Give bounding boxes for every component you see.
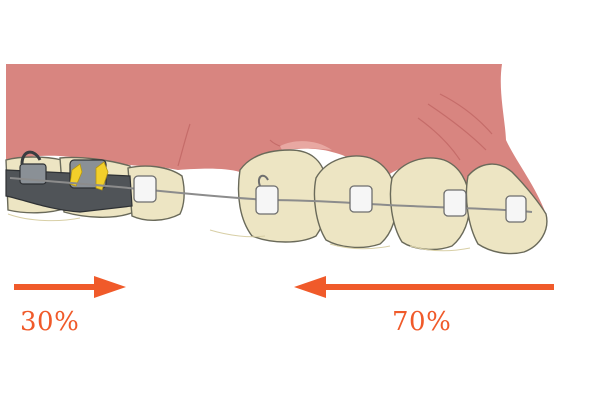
arrow-shaft (14, 284, 102, 290)
arrow-head-right (94, 276, 126, 298)
gum-ridge (177, 123, 191, 167)
gum-tissue (6, 64, 546, 222)
gum (6, 64, 546, 222)
arrow-shaft (318, 284, 554, 290)
gum-ridge (417, 117, 461, 161)
gum-ridge (427, 103, 487, 151)
bracket (349, 185, 373, 213)
force-arrow-left (14, 276, 126, 298)
force-percent-right: 70% (392, 307, 452, 337)
band-hook (20, 150, 42, 165)
lower-tooth-edge (409, 245, 471, 252)
bracket (443, 189, 467, 217)
lower-tooth-edge (329, 243, 391, 250)
brackets (133, 174, 527, 223)
force-arrow-right (294, 276, 554, 298)
force-percent-left: 30% (20, 307, 80, 337)
gum-highlight (280, 141, 332, 150)
wire-hook (258, 174, 269, 187)
lower-tooth-edge (7, 213, 81, 222)
lateral-incisor (389, 157, 471, 251)
bracket (133, 175, 157, 203)
elastic-ligature (69, 163, 83, 187)
bracket (255, 185, 279, 215)
arrow-head-left (294, 276, 326, 298)
bracket (505, 195, 527, 223)
gum-ridge (439, 93, 493, 135)
lower-tooth-edge (209, 229, 266, 238)
